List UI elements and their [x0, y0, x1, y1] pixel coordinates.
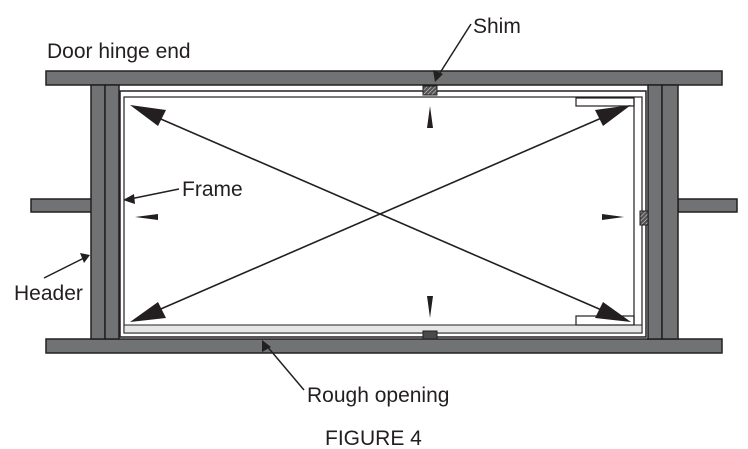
- header-leader: [43, 257, 85, 279]
- arrowhead-top-left: [130, 105, 166, 126]
- arrowhead-top-right: [595, 105, 631, 126]
- diagonal-2: [139, 109, 621, 319]
- figure-caption: FIGURE 4: [325, 427, 422, 449]
- arrowhead-bottom-left: [130, 302, 166, 322]
- top-plate: [45, 70, 723, 86]
- left-stub: [30, 198, 94, 213]
- arrow-bottom-center: [427, 296, 433, 318]
- arrow-left-center: [135, 214, 158, 220]
- shim-leader: [437, 23, 472, 77]
- label-shim: Shim: [473, 15, 521, 38]
- right-stub: [677, 198, 738, 213]
- label-door-hinge-end: Door hinge end: [47, 40, 191, 63]
- right-stud-outer: [661, 84, 679, 340]
- shim-bottom: [422, 330, 438, 340]
- bottom-plate: [45, 338, 723, 354]
- arrow-right-center: [602, 214, 624, 220]
- rough-opening-leader: [265, 344, 305, 391]
- arrow-top-center: [427, 106, 433, 128]
- label-frame: Frame: [182, 178, 243, 201]
- left-stud-outer: [90, 84, 106, 340]
- shim-top: [422, 85, 438, 96]
- arrowhead-bottom-right: [595, 302, 631, 322]
- shim-right: [639, 210, 649, 226]
- label-header: Header: [14, 282, 83, 305]
- hinge-notch-top: [575, 97, 635, 107]
- left-stud-inner: [104, 84, 120, 340]
- label-rough-opening: Rough opening: [307, 384, 449, 407]
- right-stud-inner: [647, 84, 663, 340]
- frame-leader: [129, 188, 180, 200]
